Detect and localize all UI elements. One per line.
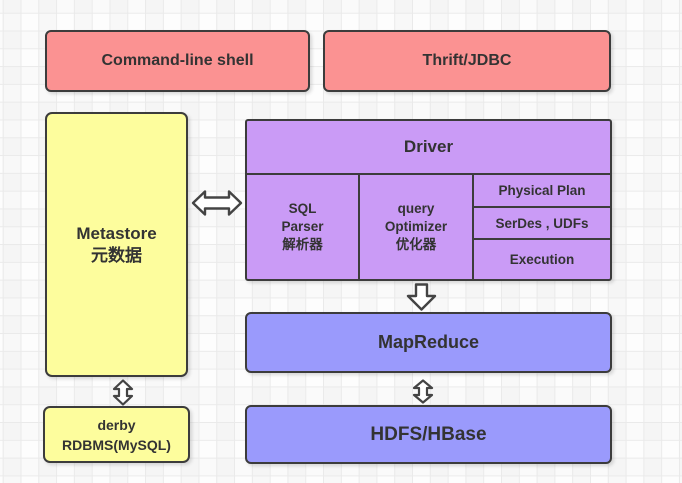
serdes-udfs-label: SerDes , UDFs — [495, 215, 589, 231]
node-query-optimizer: query Optimizer 优化器 — [360, 175, 474, 279]
thrift-jdbc-label: Thrift/JDBC — [422, 52, 512, 69]
sql-parser-line3: 解析器 — [282, 237, 323, 252]
metastore-label-zh: 元数据 — [91, 245, 142, 265]
driver-title: Driver — [403, 137, 454, 156]
node-derby-rdbms: derby RDBMS(MySQL) — [43, 406, 190, 463]
node-serdes-udfs: SerDes , UDFs — [474, 208, 610, 240]
node-hdfs-hbase: HDFS/HBase — [245, 405, 612, 464]
command-line-shell-label: Command-line shell — [101, 52, 254, 69]
node-command-line-shell: Command-line shell — [45, 30, 310, 92]
double-arrow-vertical-left-icon — [112, 379, 134, 406]
node-physical-plan: Physical Plan — [474, 175, 610, 208]
query-optimizer-line1: query — [397, 201, 435, 216]
double-arrow-horizontal-icon — [191, 185, 243, 221]
sql-parser-line2: Parser — [281, 219, 324, 234]
derby-label-line2: RDBMS(MySQL) — [62, 436, 171, 453]
query-optimizer-line2: Optimizer — [384, 219, 448, 234]
metastore-label-en: Metastore — [76, 223, 157, 243]
node-driver: Driver SQL Parser 解析器 query Optimizer 优化… — [245, 119, 612, 281]
node-mapreduce: MapReduce — [245, 312, 612, 373]
node-thrift-jdbc: Thrift/JDBC — [323, 30, 611, 92]
driver-body: SQL Parser 解析器 query Optimizer 优化器 Physi… — [247, 175, 610, 279]
node-sql-parser: SQL Parser 解析器 — [247, 175, 360, 279]
query-optimizer-line3: 优化器 — [395, 237, 437, 252]
node-execution: Execution — [474, 240, 610, 279]
execution-label: Execution — [509, 252, 575, 267]
hdfs-hbase-label: HDFS/HBase — [370, 423, 487, 445]
physical-plan-label: Physical Plan — [498, 183, 586, 198]
mapreduce-label: MapReduce — [377, 332, 480, 352]
arrow-down-icon — [406, 283, 437, 311]
driver-right-column: Physical Plan SerDes , UDFs Execution — [474, 175, 610, 279]
node-metastore: Metastore 元数据 — [45, 112, 188, 377]
sql-parser-line1: SQL — [288, 201, 317, 216]
derby-label-line1: derby — [97, 416, 136, 433]
double-arrow-vertical-right-icon — [412, 379, 434, 404]
driver-title-bar: Driver — [247, 121, 610, 175]
